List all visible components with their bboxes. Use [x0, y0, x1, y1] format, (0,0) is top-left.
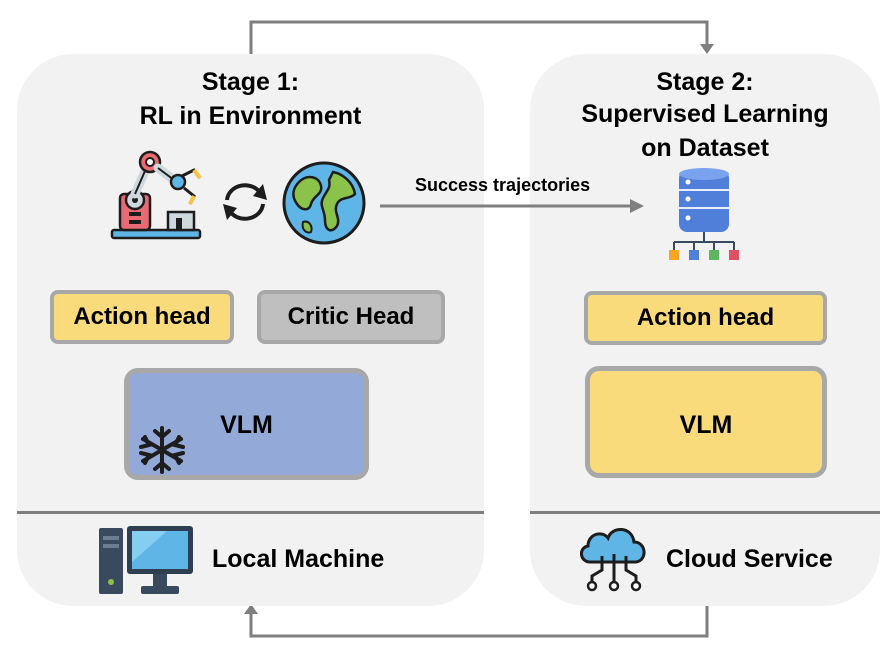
cloud-icon — [580, 528, 646, 592]
globe-icon — [282, 161, 366, 245]
action-head-box: Action head — [50, 290, 234, 344]
vlm-trainable-box: VLM — [585, 366, 827, 478]
top-loop-arrowhead — [700, 44, 714, 54]
stage1-divider — [17, 511, 484, 514]
stage2-title-line3: on Dataset — [641, 134, 769, 162]
stage2-panel: Stage 2: Supervised Learning on Dataset … — [530, 54, 880, 606]
database-icon — [669, 168, 739, 260]
stage1-title-line2: RL in Environment — [139, 102, 362, 130]
top-loop-arrow — [249, 20, 709, 62]
vlm-label: VLM — [679, 411, 733, 439]
bottom-loop-arrow — [249, 596, 709, 638]
bottom-loop-arrowhead — [244, 604, 258, 614]
cycle-arrows-icon — [223, 183, 267, 221]
stage2-divider — [530, 511, 880, 514]
cloud-service-label: Cloud Service — [666, 545, 833, 573]
robot-arm-icon — [110, 150, 202, 240]
vlm-frozen-box: VLM — [124, 368, 369, 480]
stage2-title-line1: Stage 2: — [656, 68, 754, 96]
transfer-arrow — [380, 199, 644, 213]
vlm-label: VLM — [220, 411, 273, 439]
stage1-panel: Stage 1: RL in Environment Act — [17, 54, 484, 606]
local-machine-label: Local Machine — [212, 545, 385, 573]
computer-icon — [99, 526, 193, 594]
stage2-title-line2: Supervised Learning — [581, 100, 829, 128]
action-head-box: Action head — [584, 291, 827, 345]
snowflake-icon — [139, 426, 185, 474]
success-trajectories-label: Success trajectories — [415, 175, 591, 195]
critic-head-box: Critic Head — [257, 290, 445, 344]
stage1-title-line1: Stage 1: — [201, 68, 300, 96]
